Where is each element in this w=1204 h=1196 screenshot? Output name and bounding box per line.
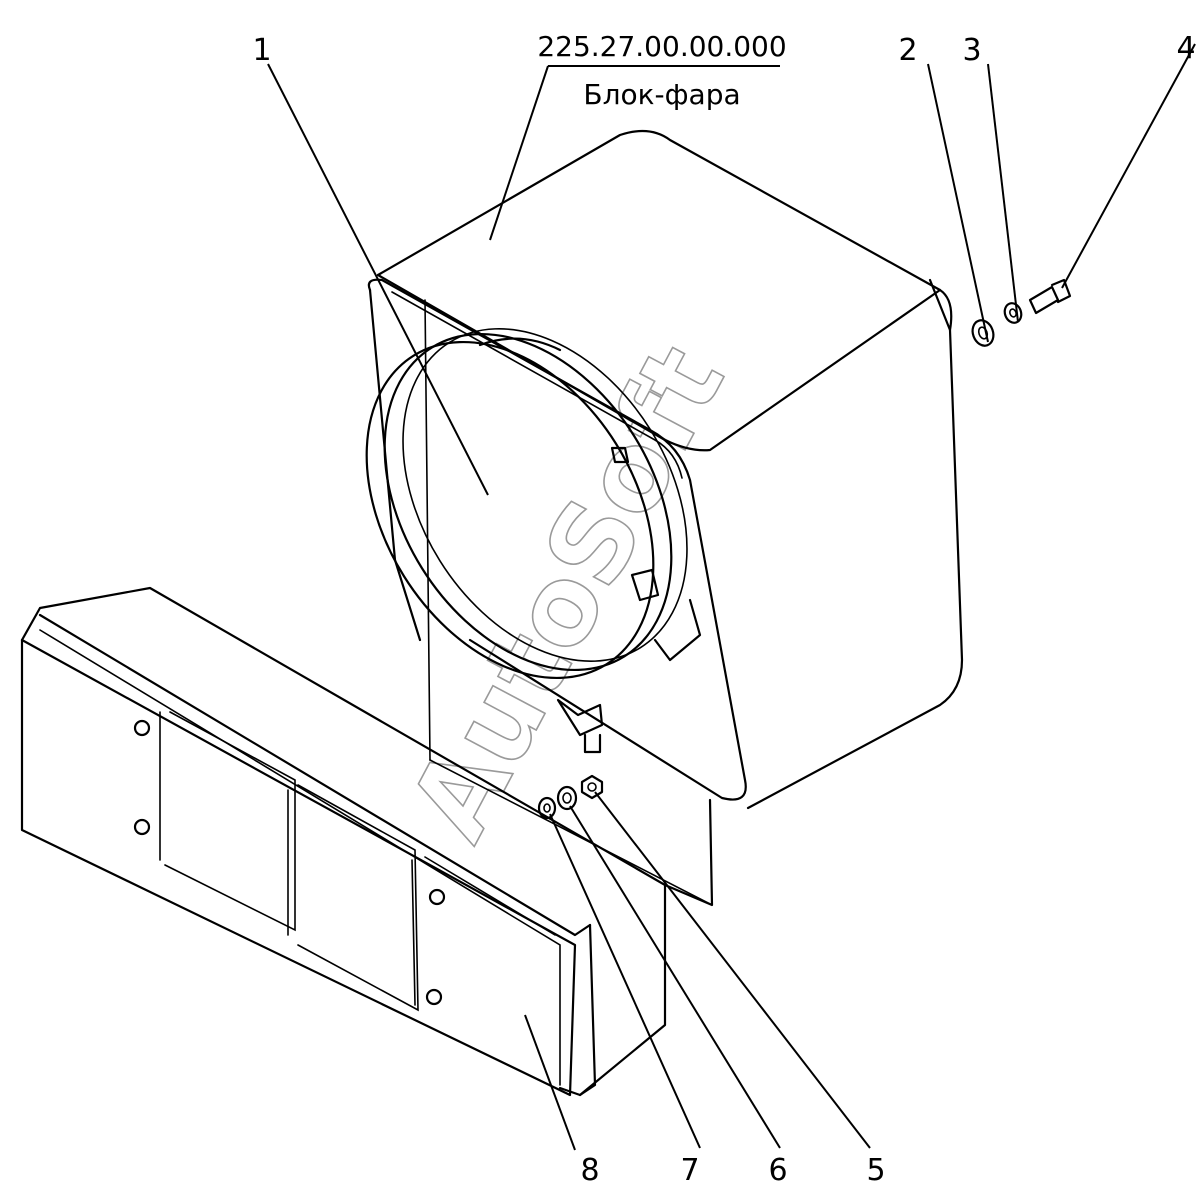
watermark-text: AutoSoft <box>387 326 749 859</box>
assembly-name: Блок-фара <box>583 78 740 111</box>
round-headlight <box>365 328 702 754</box>
callout-4: 4 <box>1176 31 1195 66</box>
watermark: AutoSoft <box>386 326 750 860</box>
assembly-code: 225.27.00.00.000 <box>537 30 786 63</box>
hardware-bottom <box>537 774 604 820</box>
callout-leaders <box>267 43 1196 1151</box>
callout-3: 3 <box>962 33 981 68</box>
callout-2: 2 <box>898 33 917 68</box>
callout-7: 7 <box>680 1153 699 1188</box>
assembly-title: 225.27.00.00.000 Блок-фара <box>489 30 787 241</box>
callout-8: 8 <box>580 1153 599 1188</box>
callout-labels: 1 2 3 4 5 6 7 8 <box>252 31 1195 1188</box>
callout-5: 5 <box>866 1153 885 1188</box>
hardware-top <box>971 278 1072 347</box>
callout-6: 6 <box>768 1153 787 1188</box>
callout-1: 1 <box>252 33 271 68</box>
rear-lamp <box>20 586 667 1097</box>
